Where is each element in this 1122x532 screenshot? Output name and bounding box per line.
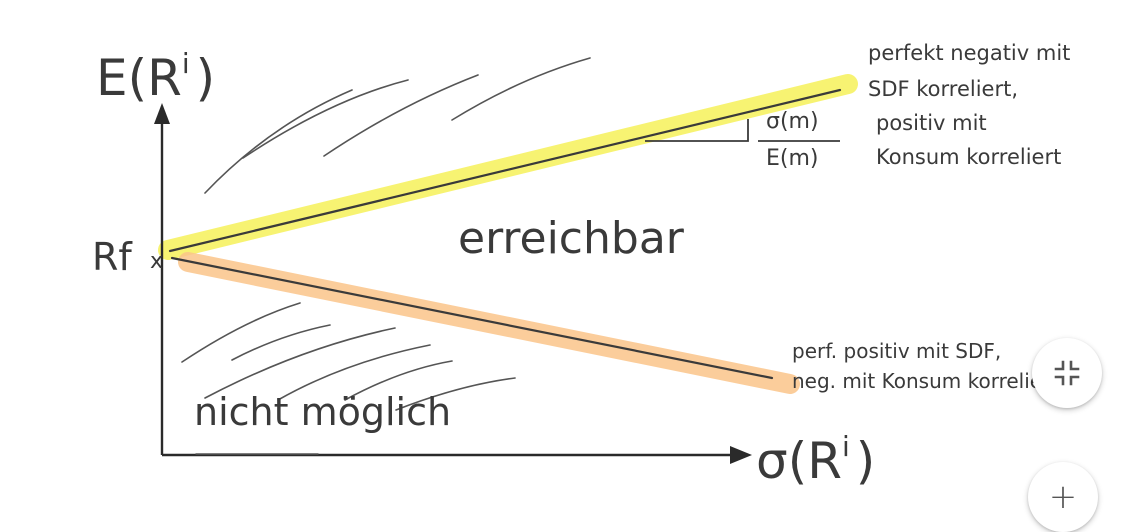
slope-denominator: E(m): [766, 146, 819, 171]
y-axis-label: E(Ri): [96, 47, 215, 107]
rf-label: Rf: [92, 235, 133, 279]
upper-note-line-1: perfekt negativ mit: [868, 41, 1070, 65]
upper-frontier-line: [168, 88, 842, 253]
collapse-icon: [1054, 360, 1080, 386]
y-axis-arrowhead: [154, 103, 170, 124]
upper-note-line-4: Konsum korreliert: [876, 145, 1061, 169]
reachable-hatching: [204, 57, 591, 194]
plus-icon: +: [1048, 477, 1078, 517]
x-axis-arrowhead: [730, 446, 752, 464]
upper-frontier-highlight: [158, 74, 858, 260]
collapse-button[interactable]: [1032, 338, 1102, 408]
lower-note-line-2: neg. mit Konsum korreliert: [792, 369, 1058, 393]
lower-frontier-line: [170, 256, 774, 380]
add-button[interactable]: +: [1028, 462, 1098, 532]
x-axis-label: σ(Ri): [756, 430, 875, 490]
not-possible-label: nicht möglich: [194, 390, 451, 434]
reachable-label: erreichbar: [458, 213, 685, 264]
slope-numerator: σ(m): [766, 109, 819, 134]
lower-note-line-1: perf. positiv mit SDF,: [792, 339, 1001, 363]
slope-marker: [645, 119, 749, 142]
rf-marker: x: [150, 249, 163, 274]
upper-note-line-2: SDF korreliert,: [868, 77, 1018, 101]
not-possible-hatching: [181, 302, 516, 455]
upper-frontier-note: perfekt negativ mit SDF korreliert, posi…: [868, 41, 1070, 169]
upper-note-line-3: positiv mit: [876, 111, 987, 135]
lower-frontier-note: perf. positiv mit SDF, neg. mit Konsum k…: [792, 339, 1058, 393]
